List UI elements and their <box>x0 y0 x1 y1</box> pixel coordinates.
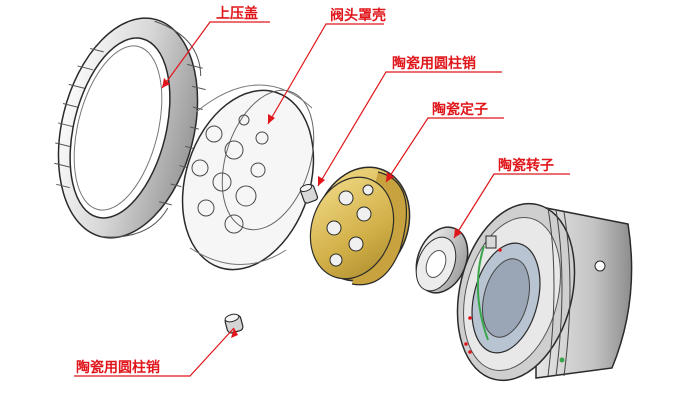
leader-upper-cap <box>161 21 270 89</box>
valve-body-part <box>456 202 633 382</box>
label-ceramic-pin-top: 陶瓷用圆柱销 <box>392 55 476 72</box>
callout-lines <box>74 21 570 377</box>
callout-arrowheads <box>162 78 462 338</box>
leader-ceramic-pin-top <box>317 71 502 187</box>
valve-head-cover-part <box>181 84 315 271</box>
ceramic-pin-bottom-part <box>224 313 244 334</box>
leader-ceramic-pin-bottom <box>74 327 235 377</box>
label-ceramic-rotor: 陶瓷转子 <box>498 157 554 174</box>
arrowhead-ceramic-rotor <box>454 228 462 238</box>
upper-cap-part <box>54 17 206 239</box>
ceramic-stator-part <box>309 166 411 286</box>
leader-valve-head-cover <box>267 23 384 125</box>
arrowhead-valve-head-cover <box>268 114 275 124</box>
leader-ceramic-rotor <box>453 173 570 239</box>
label-ceramic-stator: 陶瓷定子 <box>432 101 488 118</box>
arrowhead-upper-cap <box>162 78 170 88</box>
arrowhead-ceramic-pin-top <box>318 176 325 186</box>
label-ceramic-pin-bottom: 陶瓷用圆柱销 <box>76 359 160 376</box>
ceramic-rotor-part <box>415 226 469 294</box>
arrowhead-ceramic-stator <box>386 172 394 182</box>
label-upper-cap: 上压盖 <box>216 5 258 22</box>
ceramic-pin-top-part <box>299 184 319 204</box>
leader-ceramic-stator <box>385 117 504 183</box>
label-valve-head-cover: 阀头罩壳 <box>330 7 386 24</box>
arrowhead-ceramic-pin-bottom <box>231 328 238 338</box>
